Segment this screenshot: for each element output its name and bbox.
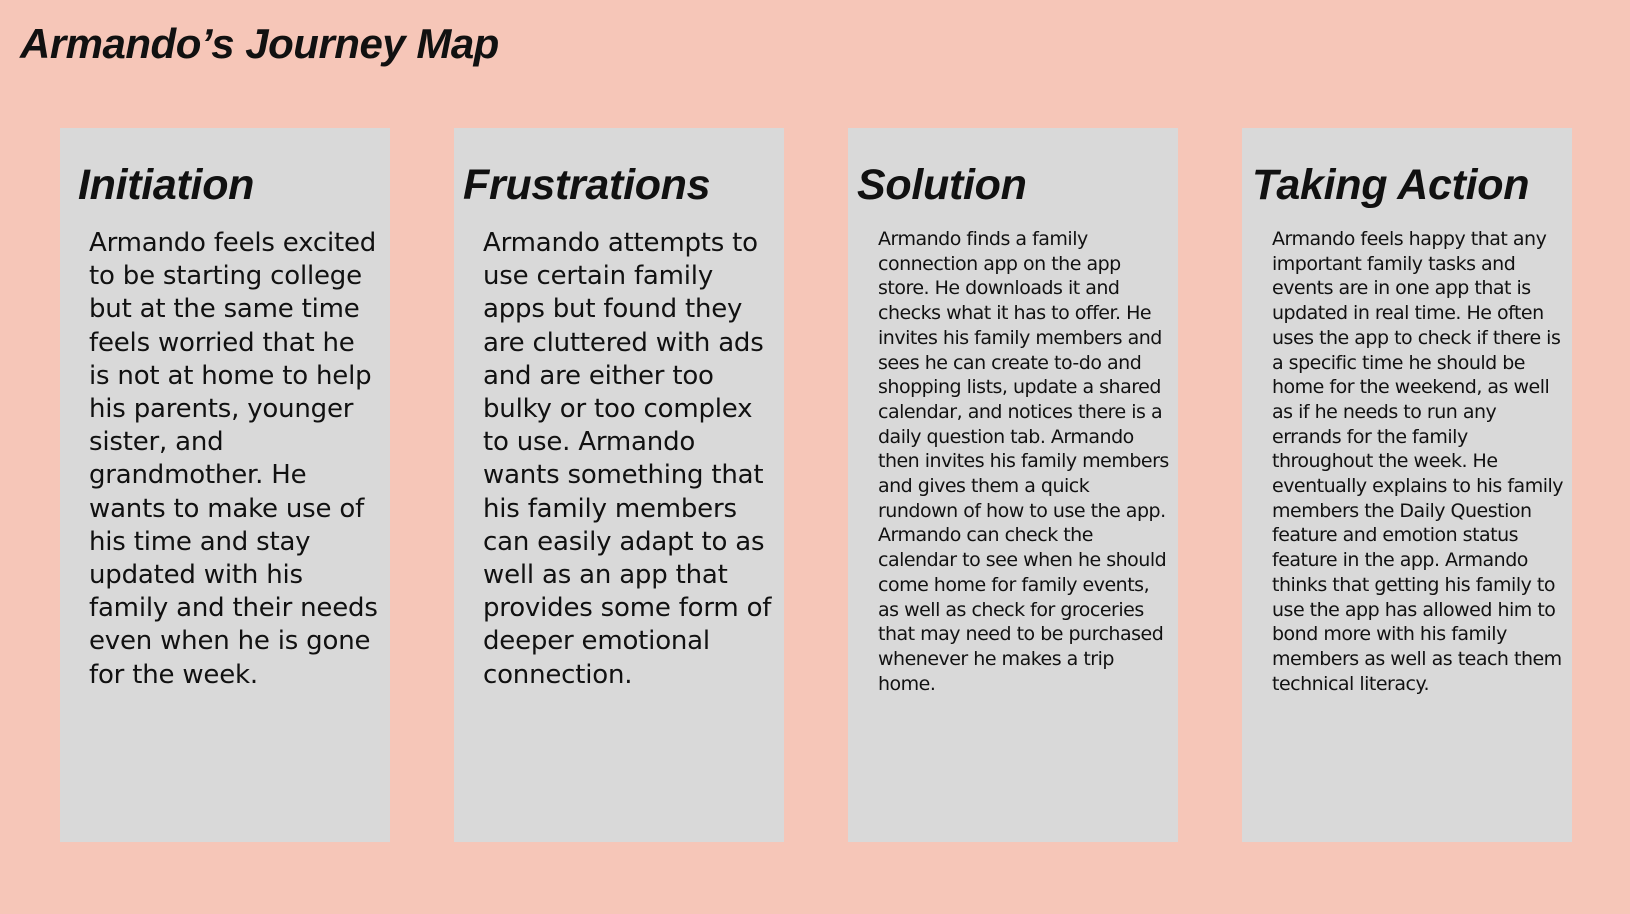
stage-card-frustrations: Frustrations Armando attempts to use cer… [454,128,784,842]
page-title: Armando’s Journey Map [20,20,499,67]
stage-card-taking-action: Taking Action Armando feels happy that a… [1242,128,1572,842]
stage-heading: Solution [857,161,1027,209]
stage-description: Armando feels happy that any important f… [1272,228,1564,695]
stage-card-solution: Solution Armando finds a family connecti… [848,128,1178,842]
stage-description: Armando finds a family connection app on… [878,228,1169,695]
stage-description: Armando attempts to use certain family a… [483,228,772,690]
stage-description: Armando feels excited to be starting col… [89,228,378,690]
stage-heading: Taking Action [1252,161,1530,209]
stage-heading: Frustrations [463,161,711,209]
stage-heading: Initiation [78,161,255,209]
stage-card-initiation: Initiation Armando feels excited to be s… [60,128,390,842]
